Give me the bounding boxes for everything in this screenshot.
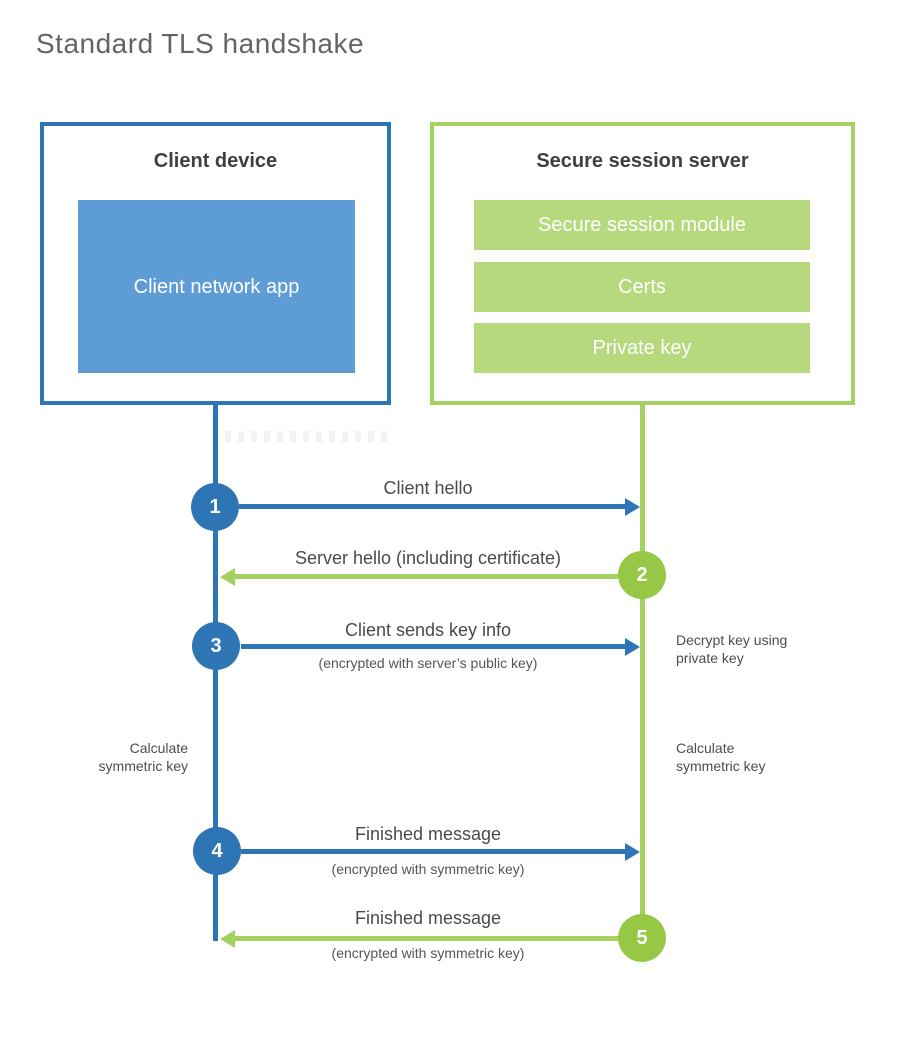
step2-arrow-shaft xyxy=(234,574,618,579)
step1-message: Client hello xyxy=(383,478,473,498)
server-lifeline xyxy=(640,405,645,938)
step1-badge: 1 xyxy=(191,483,239,531)
step5-message: Finished message xyxy=(354,908,502,928)
step3-arrowhead-icon xyxy=(625,638,640,656)
server-module-label: Private key xyxy=(592,336,692,359)
step2-message: Server hello (including certificate) xyxy=(294,548,562,568)
step3-badge: 3 xyxy=(192,622,240,670)
secure-session-server-label: Secure session server xyxy=(536,150,749,172)
server-module-private-key: Private key xyxy=(474,323,810,373)
server-module-certs: Certs xyxy=(474,262,810,312)
step4-message-sub: (encrypted with symmetric key) xyxy=(331,861,525,877)
client-network-app-label: Client network app xyxy=(133,275,300,298)
calculate-symmetric-key-note-client: Calculate symmetric key xyxy=(98,740,188,775)
client-device-label: Client device xyxy=(153,150,278,172)
step4-badge: 4 xyxy=(193,827,241,875)
step5-arrowhead-icon xyxy=(220,930,235,948)
server-module-secure-session: Secure session module xyxy=(474,200,810,250)
step5-message-sub: (encrypted with symmetric key) xyxy=(331,945,525,961)
step3-message: Client sends key info xyxy=(344,620,512,640)
step1-arrow-shaft xyxy=(239,504,625,509)
step2-badge: 2 xyxy=(618,551,666,599)
faint-dashes-artifact xyxy=(225,431,393,442)
step4-arrowhead-icon xyxy=(625,843,640,861)
step1-arrowhead-icon xyxy=(625,498,640,516)
client-lifeline xyxy=(213,405,218,941)
step5-arrow-shaft xyxy=(234,936,618,941)
server-module-label: Certs xyxy=(618,275,666,298)
decrypt-key-note: Decrypt key using private key xyxy=(676,632,788,667)
calculate-symmetric-key-note-server: Calculate symmetric key xyxy=(676,740,766,775)
client-network-app-box: Client network app xyxy=(78,200,355,373)
step5-badge: 5 xyxy=(618,914,666,962)
step2-arrowhead-icon xyxy=(220,568,235,586)
page-title: Standard TLS handshake xyxy=(36,28,365,59)
step3-arrow-shaft xyxy=(241,644,625,649)
step4-arrow-shaft xyxy=(241,849,625,854)
step3-message-sub: (encrypted with server’s public key) xyxy=(318,655,538,671)
step4-message: Finished message xyxy=(354,824,502,844)
server-module-label: Secure session module xyxy=(538,213,746,236)
